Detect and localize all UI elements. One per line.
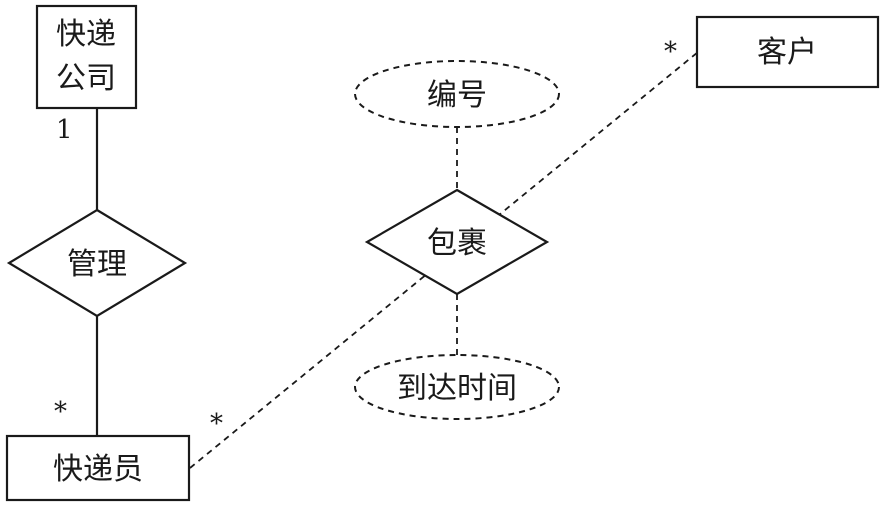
attribute-arrival-time: 到达时间 <box>354 354 560 420</box>
multiplicity-company-one: 1 <box>56 115 73 145</box>
attribute-arrival-time-label: 到达时间 <box>397 371 517 406</box>
entity-customer: 客户 <box>695 15 880 89</box>
entity-courier-label: 快递员 <box>53 452 143 487</box>
relationship-package: 包裹 <box>364 188 550 296</box>
entity-courier-company: 快递 公司 <box>35 4 138 110</box>
entity-courier-company-label-line1: 快递 <box>56 17 116 52</box>
relationship-manage: 管理 <box>6 208 188 318</box>
multiplicity-courier-package-many: * <box>210 409 223 439</box>
relationship-manage-label: 管理 <box>67 247 127 282</box>
multiplicity-package-customer-many: * <box>664 37 677 67</box>
relationship-package-label: 包裹 <box>427 226 487 261</box>
entity-courier: 快递员 <box>5 434 191 502</box>
attribute-number: 编号 <box>354 60 560 128</box>
attribute-number-label: 编号 <box>427 78 487 113</box>
entity-courier-company-label-line2: 公司 <box>56 61 116 96</box>
multiplicity-courier-many: * <box>54 397 67 427</box>
entity-customer-label: 客户 <box>757 35 817 70</box>
